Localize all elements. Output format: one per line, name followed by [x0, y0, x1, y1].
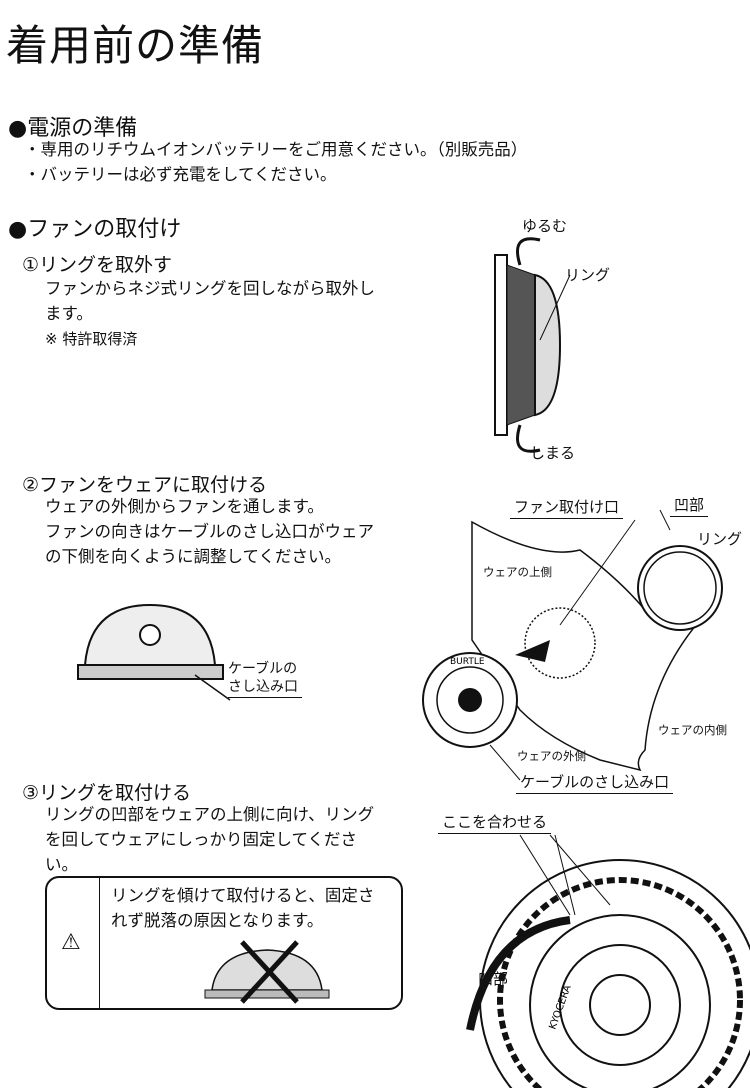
fan-heading: ●ファンの取付け	[8, 217, 182, 242]
cable-port-label: ケーブルのさし込み口	[516, 771, 674, 794]
warning-text: リングを傾けて取付けると、固定さ	[111, 886, 375, 905]
step2-heading: ②ファンをウェアに取付ける	[22, 474, 268, 496]
step1-heading: ①リングを取外す	[22, 254, 173, 276]
step3-text: リングの凹部をウェアの上側に向け、リング	[45, 805, 375, 824]
notch-label: 凹部	[478, 970, 509, 988]
power-heading: ●電源の準備	[8, 116, 138, 141]
tighten-label: しまる	[530, 444, 576, 462]
warning-text: れず脱落の原因となります。	[111, 911, 324, 930]
warning-divider	[99, 878, 100, 1008]
fan-mounting-illustration: BURTLE	[422, 509, 723, 781]
cable-port-label: ケーブルの さし込み口	[228, 660, 302, 698]
ring-removal-illustration	[494, 237, 571, 453]
step2-text: ファンの向きはケーブルのさし込口がウェア	[45, 522, 375, 541]
ring-attach-illustration: KYOCERA	[466, 834, 750, 1088]
wear-outer-label: ウェアの外側	[517, 749, 586, 763]
cable-port-label-line: さし込み口	[228, 678, 302, 698]
align-label: ここを合わせる	[438, 811, 552, 834]
step2-text: ウェアの外側からファンを通します。	[45, 497, 324, 516]
step1-text: ファンからネジ式リングを回しながら取外し	[45, 279, 375, 298]
step2-text: の下側を向くように調整してください。	[45, 547, 342, 566]
wear-inner-label: ウェアの内側	[658, 723, 727, 737]
patent-note: ※ 特許取得済	[45, 330, 138, 348]
step3-heading: ③リングを取付ける	[22, 782, 192, 804]
notch-label: 凹部	[670, 494, 709, 517]
power-bullet: ・専用のリチウムイオンバッテリーをご用意ください。（別販売品）	[24, 140, 528, 159]
ring-label: リング	[565, 266, 611, 284]
page-title: 着用前の準備	[6, 21, 265, 70]
brand-text: BURTLE	[450, 657, 485, 667]
step3-text: い。	[45, 855, 78, 874]
wear-upper-label: ウェアの上側	[483, 565, 552, 579]
cable-port-label-line: ケーブルの	[228, 661, 298, 677]
mount-hole-label: ファン取付け口	[510, 496, 624, 519]
warning-icon: ⚠	[61, 930, 81, 955]
step3-text: を回してウェアにしっかり固定してくださ	[45, 830, 358, 849]
loosen-label: ゆるむ	[522, 217, 568, 235]
warning-box: ⚠ リングを傾けて取付けると、固定さ れず脱落の原因となります。	[45, 876, 403, 1010]
fan-illustration	[77, 603, 231, 701]
tilted-ring-illustration	[204, 940, 330, 1004]
power-bullet: ・バッテリーは必ず充電をしてください。	[24, 165, 337, 184]
ring-label: リング	[697, 530, 743, 548]
step1-text: ます。	[45, 304, 93, 323]
